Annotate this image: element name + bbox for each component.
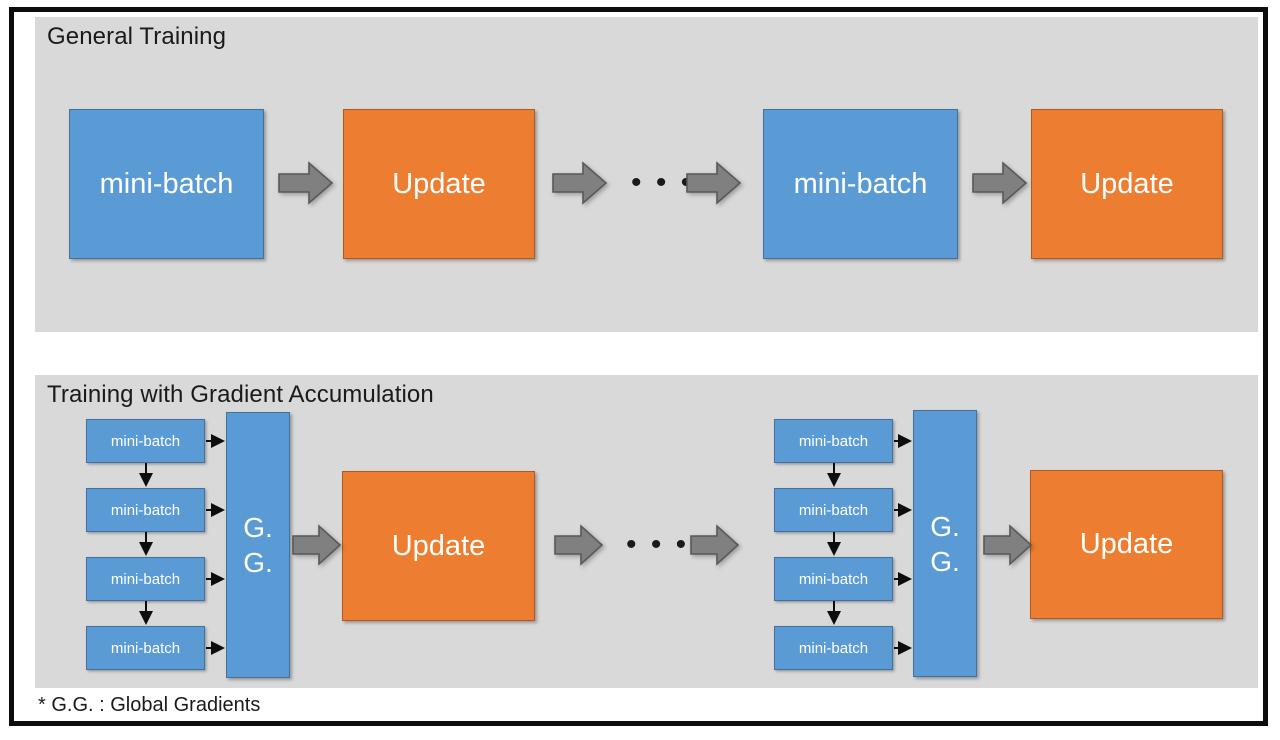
block-arrow-icon-top-1	[278, 161, 334, 205]
node-left-mini-batch-3[interactable]: mini-batch	[86, 557, 205, 601]
node-label: mini-batch	[110, 501, 181, 519]
block-arrow-icon-top-3	[686, 161, 742, 205]
node-left-mini-batch-1[interactable]: mini-batch	[86, 419, 205, 463]
node-label: mini-batch	[110, 570, 181, 588]
node-right-mini-batch-3[interactable]: mini-batch	[774, 557, 893, 601]
node-bottom-update-1[interactable]: Update	[342, 471, 535, 621]
node-label: mini-batch	[110, 639, 181, 657]
block-arrow-icon-bottom-4	[983, 524, 1033, 566]
node-top-update-2[interactable]: Update	[1031, 109, 1223, 259]
node-top-mini-batch-1[interactable]: mini-batch	[69, 109, 264, 259]
panel-title-general-training: General Training	[47, 23, 227, 50]
node-label: Update	[392, 167, 486, 200]
node-label: mini-batch	[798, 639, 869, 657]
ellipsis-bottom: • • •	[626, 528, 690, 561]
node-label: mini-batch	[99, 167, 234, 200]
panel-title-gradient-accumulation: Training with Gradient Accumulation	[47, 381, 434, 408]
block-arrow-icon-bottom-3	[690, 524, 740, 566]
block-arrow-icon-bottom-2	[554, 524, 604, 566]
gg-label-line-1: G.	[243, 512, 273, 543]
block-arrow-icon-bottom-1	[292, 524, 342, 566]
node-right-mini-batch-2[interactable]: mini-batch	[774, 488, 893, 532]
gg-label-line-2: G.	[243, 547, 273, 578]
block-arrow-icon-top-2	[552, 161, 608, 205]
node-label: Update	[1079, 528, 1174, 560]
gg-label-line-1: G.	[930, 510, 960, 542]
block-arrow-icon-top-4	[972, 161, 1028, 205]
node-left-mini-batch-4[interactable]: mini-batch	[86, 626, 205, 670]
node-label: mini-batch	[793, 167, 928, 200]
node-label: Update	[1080, 167, 1174, 200]
node-label: mini-batch	[798, 501, 869, 519]
node-top-update-1[interactable]: Update	[343, 109, 535, 259]
node-label: mini-batch	[110, 432, 181, 450]
node-label: Update	[391, 529, 486, 562]
node-left-mini-batch-2[interactable]: mini-batch	[86, 488, 205, 532]
node-right-mini-batch-1[interactable]: mini-batch	[774, 419, 893, 463]
ellipsis-top: • • •	[631, 166, 695, 199]
gg-label-line-2: G.	[930, 545, 960, 577]
node-label: mini-batch	[798, 570, 869, 588]
node-top-mini-batch-2[interactable]: mini-batch	[763, 109, 958, 259]
node-label: mini-batch	[798, 432, 869, 450]
node-right-global-gradients[interactable]: G. G.	[913, 410, 977, 677]
node-left-global-gradients[interactable]: G. G.	[226, 412, 290, 678]
footnote-global-gradients: * G.G. : Global Gradients	[38, 694, 261, 716]
node-right-mini-batch-4[interactable]: mini-batch	[774, 626, 893, 670]
node-bottom-update-2[interactable]: Update	[1030, 470, 1223, 619]
